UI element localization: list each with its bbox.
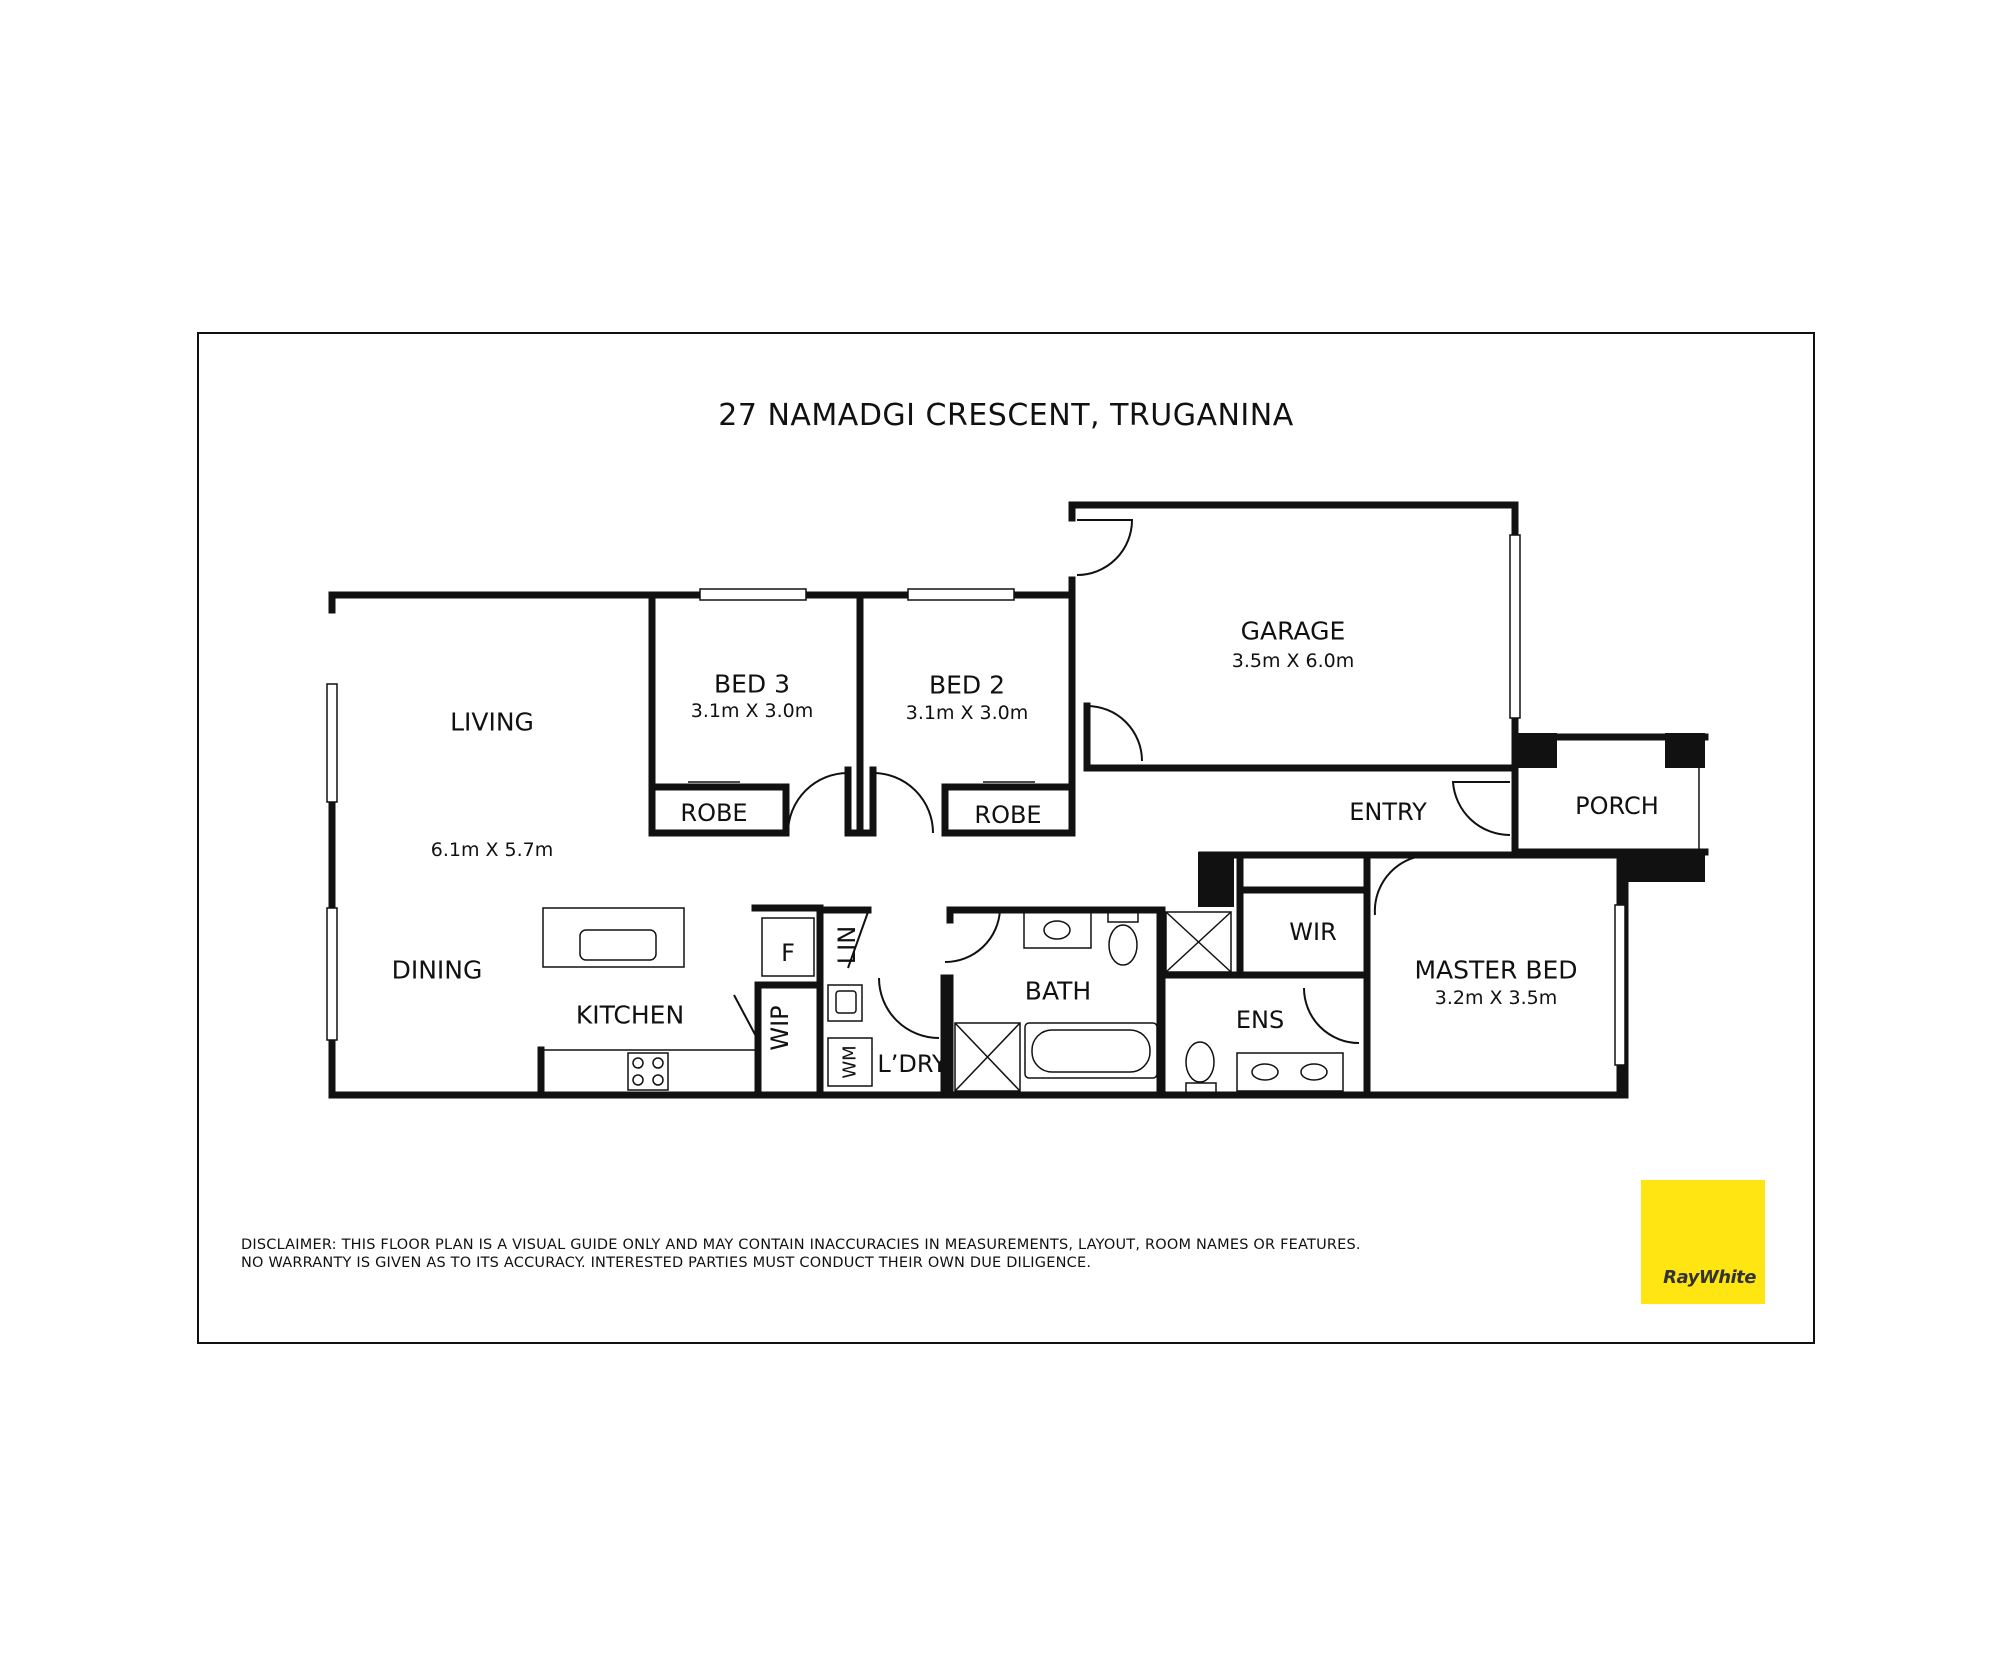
porch-column-1 [1515,733,1557,768]
room-master-bed: MASTER BED [1414,955,1578,985]
kitchen-island [542,907,685,968]
room-master-dims: 3.2m X 3.5m [1434,987,1558,1009]
window-garage [1509,534,1521,719]
window-dining [326,907,338,1041]
room-garage-dims: 3.5m X 6.0m [1231,650,1355,672]
window-master [1614,904,1626,1066]
door-garage-top [1076,519,1134,576]
disclaimer-line-1: DISCLAIMER: THIS FLOOR PLAN IS A VISUAL … [241,1237,1361,1253]
window-bed2 [907,588,1015,601]
window-bed3 [699,588,807,601]
door-wip [733,994,759,1041]
door-laundry [878,977,940,1039]
door-entry [1451,781,1511,837]
robe2 [941,783,1076,837]
master-column [1198,852,1234,907]
porch-column-3 [1620,852,1705,882]
room-ens: ENS [1235,1006,1285,1034]
bathtub [1024,1022,1158,1079]
raywhite-logo: RayWhite [1641,1180,1765,1304]
room-bed3-dims: 3.1m X 3.0m [690,700,814,722]
kitchen-sink [579,929,657,961]
room-bath: BATH [1024,976,1092,1006]
bath-shower [954,1022,1021,1092]
garage-wall [1068,501,1519,539]
room-robe-bed3: ROBE [680,799,748,827]
washing-machine [827,1037,873,1087]
room-dining: DINING [391,955,483,985]
window-living [326,683,338,803]
ens-shower [1165,911,1232,973]
pantry [754,981,824,1099]
disclaimer-line-2: NO WARRANTY IS GIVEN AS TO ITS ACCURACY.… [241,1255,1092,1271]
bath-toilet-cistern [1107,911,1139,923]
fridge-box [761,917,815,977]
room-garage: GARAGE [1240,616,1346,646]
room-living-dims: 6.1m X 5.7m [430,839,554,861]
room-porch: PORCH [1575,792,1659,820]
door-bed2 [872,772,934,834]
label-fridge: F [781,939,795,967]
door-garage-entry [1086,705,1143,762]
room-laundry: L’DRY [877,1050,947,1078]
label-wm: WM [839,1045,861,1079]
room-living: LIVING [450,707,534,737]
raywhite-logo-text: RayWhite [1663,1267,1756,1288]
room-bed3: BED 3 [713,669,791,699]
laundry-tub [827,984,863,1022]
door-ens [1303,987,1360,1044]
wir-walls [1236,851,1371,979]
bath-vanity [1023,909,1092,949]
room-wip: WIP [766,1005,794,1051]
room-wir: WIR [1289,918,1337,946]
room-entry: ENTRY [1349,798,1427,826]
porch-column-2 [1665,733,1705,768]
room-robe-bed2: ROBE [974,801,1042,829]
ens-toilet [1185,1041,1215,1083]
door-bed3 [787,772,849,834]
room-bed2: BED 2 [928,670,1006,700]
robe3 [648,783,790,837]
room-bed2-dims: 3.1m X 3.0m [905,702,1029,724]
disclaimer: DISCLAIMER: THIS FLOOR PLAN IS A VISUAL … [241,1236,1361,1272]
door-master [1373,853,1433,916]
room-kitchen: KITCHEN [575,1000,685,1030]
door-lin [847,911,869,969]
cooktop [627,1052,669,1091]
ens-vanity [1236,1052,1344,1092]
fridge-wall [751,904,824,989]
plan-frame [197,332,1815,1344]
property-title: 27 NAMADGI CRESCENT, TRUGANINA [718,398,1294,433]
door-bath [944,909,1001,964]
bath-toilet [1108,924,1138,966]
room-lin: LIN [833,925,861,965]
garage-south [1083,702,1519,772]
